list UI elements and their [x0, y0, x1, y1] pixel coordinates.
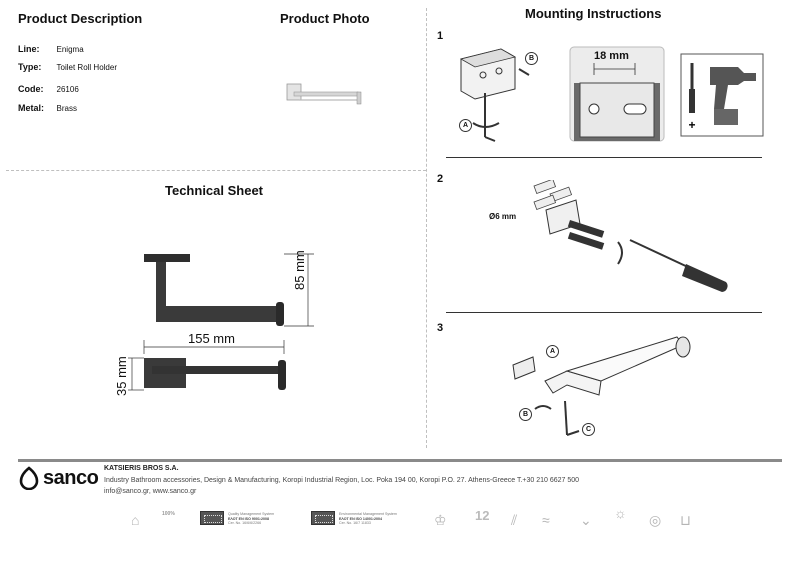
- description-title: Product Description: [18, 11, 143, 26]
- tools-drawing: +: [680, 53, 764, 137]
- hundred-badge: 100%: [162, 511, 175, 517]
- step-3-label-c: C: [582, 423, 595, 436]
- sink-icon: ⊔: [680, 512, 691, 528]
- spec-metal: Metal: Brass: [18, 103, 77, 113]
- spec-value: Brass: [56, 104, 77, 113]
- cert-standard: ΕΛΟΤ ΕΝ ISO 9001:2008: [228, 516, 270, 521]
- hole-spacing-label: 18 mm: [594, 50, 629, 62]
- svg-text:+: +: [688, 118, 695, 132]
- iso-9001-badge: [200, 511, 224, 525]
- spec-key: Code:: [18, 84, 44, 94]
- crown-icon: ♔: [434, 512, 447, 528]
- photo-title: Product Photo: [280, 11, 370, 26]
- brand-name: sanco: [43, 466, 99, 489]
- spec-type: Type: Toilet Roll Holder: [18, 62, 117, 72]
- wave-icon: ≈: [542, 512, 550, 528]
- company-contact: info@sanco.gr, www.sanco.gr: [104, 488, 197, 495]
- drill-size-label: Ø6 mm: [489, 212, 517, 221]
- iso-14001-text: Environmental Management System ΕΛΟΤ ΕΝ …: [339, 512, 409, 526]
- spec-value: Toilet Roll Holder: [56, 63, 117, 72]
- step-divider-2: [446, 312, 762, 313]
- spec-value: Enigma: [56, 45, 84, 54]
- sanco-logo-icon: [19, 466, 39, 490]
- step-3-label-a: A: [546, 345, 559, 358]
- circle-icon: ◎: [649, 512, 662, 528]
- step-3-drawing: [512, 336, 691, 436]
- cert-standard: ΕΛΟΤ ΕΝ ISO 14001:2004: [339, 516, 383, 521]
- cert-number: Cer. No. 16/7 11833: [339, 521, 371, 525]
- step-1-label-a: A: [459, 119, 472, 132]
- spec-value: 26106: [56, 85, 79, 94]
- chevron-icon: ⌄: [580, 512, 592, 528]
- step-3-label-b: B: [519, 408, 532, 421]
- technical-title: Technical Sheet: [165, 183, 264, 198]
- step-3-number: 3: [437, 322, 444, 334]
- left-divider: [6, 170, 426, 171]
- dim-height: 85 mm: [292, 250, 307, 290]
- sanco-logo: sanco: [18, 466, 99, 490]
- step-1-plate-drawing: [569, 46, 665, 142]
- spec-line: Line: Enigma: [18, 44, 84, 54]
- product-photo: [286, 83, 362, 105]
- iso-9001-text: Quality Management System ΕΛΟΤ ΕΝ ISO 90…: [228, 512, 298, 526]
- step-divider-1: [446, 157, 762, 158]
- step-1-label-b: B: [525, 52, 538, 65]
- step-2-number: 2: [437, 173, 444, 185]
- twelve-years-badge: 12: [475, 508, 490, 523]
- footer-bar: [18, 459, 782, 462]
- dim-width: 155 mm: [188, 331, 235, 346]
- hotel-icon: ⌂: [131, 512, 140, 528]
- step-1-bracket-drawing: [459, 48, 530, 142]
- company-name: KATSIERIS BROS S.A.: [104, 465, 179, 472]
- mounting-title: Mounting Instructions: [525, 6, 662, 21]
- spec-key: Metal:: [18, 103, 45, 113]
- spec-code: Code: 26106: [18, 84, 79, 94]
- technical-drawing: [128, 253, 314, 391]
- dim-depth: 35 mm: [114, 356, 129, 396]
- spec-key: Line:: [18, 44, 40, 54]
- company-address: Industry Bathroom accessories, Design & …: [104, 477, 580, 484]
- cert-number: Cer. No. 16/6/6/2266: [228, 521, 262, 525]
- cert-title: Environmental Management System: [339, 512, 397, 516]
- iso-14001-badge: [311, 511, 335, 525]
- step-1-number: 1: [437, 30, 444, 42]
- step-2-drawing: [533, 180, 728, 292]
- cert-title: Quality Management System: [228, 512, 275, 516]
- spec-key: Type:: [18, 62, 42, 72]
- slash-icon: ⫽: [511, 512, 518, 528]
- column-divider: [426, 8, 427, 448]
- sun-icon: ☼: [614, 505, 627, 521]
